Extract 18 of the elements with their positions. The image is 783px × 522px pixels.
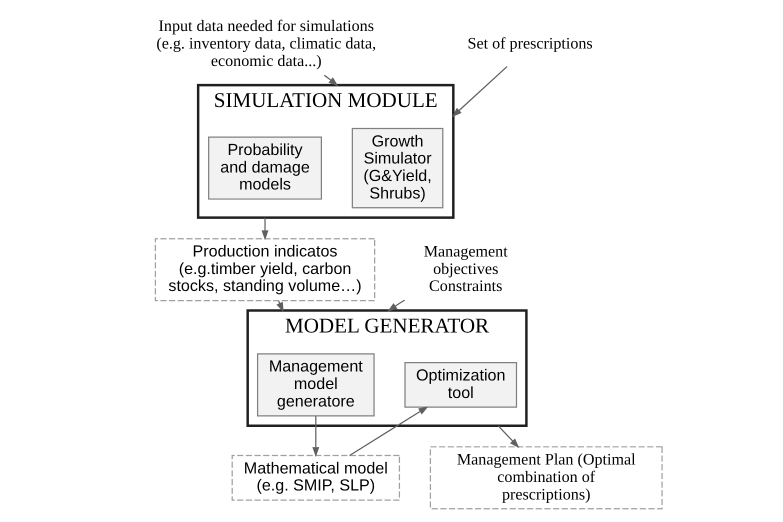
arrow	[261, 218, 268, 240]
arrow	[386, 300, 405, 312]
node-box: Production indicatos (e.g.timber yield, carbon stocks, standing volume…)	[154, 238, 375, 302]
arrow	[451, 66, 507, 118]
node-text: Management objectives Constraints	[423, 244, 508, 296]
node-text: Set of prescriptions	[467, 35, 592, 52]
node-box: Management model generatore	[256, 353, 374, 416]
node-box: Management Plan (Optimal combination of prescriptions)	[429, 446, 662, 510]
node-box: Probability and damage models	[208, 136, 322, 200]
arrow	[276, 300, 284, 312]
node-box: Optimization tool	[404, 362, 517, 408]
arrow	[323, 74, 338, 86]
arrow	[312, 416, 319, 458]
arrow	[348, 406, 428, 456]
arrow	[497, 425, 519, 448]
node-text: Input data needed for simulations (e.g. inventory data, climatic data, economic data...)	[156, 18, 376, 70]
node-box: Growth Simulator (G&Yield, Shrubs)	[351, 128, 443, 208]
node-box: Mathematical model (e.g. SMIP, SLP)	[231, 454, 400, 501]
